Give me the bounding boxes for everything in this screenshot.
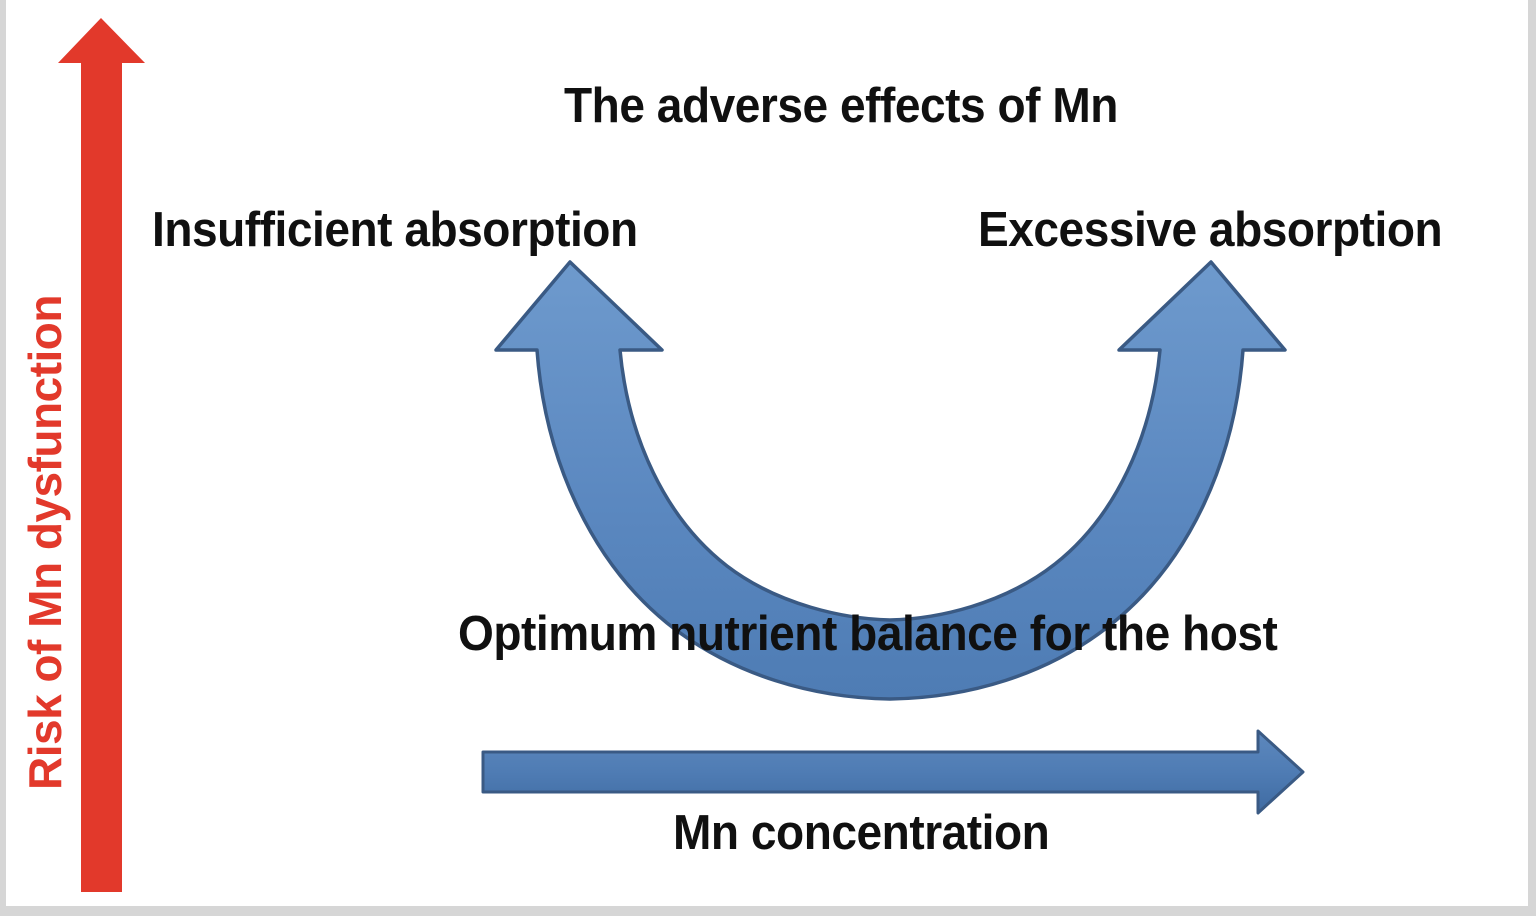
excessive-absorption-label: Excessive absorption [978, 203, 1443, 257]
frame-bottom-edge [0, 906, 1536, 916]
x-axis-label: Mn concentration [673, 806, 1050, 860]
figure-title: The adverse effects of Mn [564, 79, 1118, 133]
y-axis-label: Risk of Mn dysfunction [19, 295, 71, 790]
curved-double-arrow-icon [494, 260, 1287, 701]
frame-left-edge [0, 0, 6, 916]
optimum-balance-label: Optimum nutrient balance for the host [458, 607, 1278, 661]
frame-right-edge [1528, 0, 1536, 916]
insufficient-absorption-label: Insufficient absorption [152, 203, 638, 257]
up-arrow-icon [58, 18, 145, 892]
right-arrow-icon [481, 729, 1305, 815]
